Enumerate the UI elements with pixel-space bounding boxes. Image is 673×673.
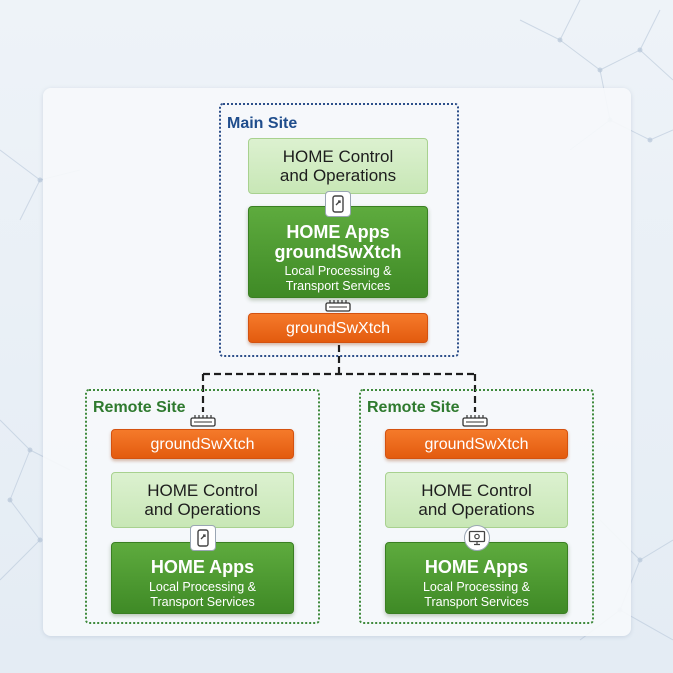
main-site-label: Main Site <box>227 115 298 132</box>
remote-2-switch-label: groundSwXtch <box>424 436 529 453</box>
main-groundswxtch-box: groundSwXtch <box>248 313 428 343</box>
remote-2-control-line1: HOME Control <box>421 481 532 500</box>
main-apps-title: HOME Apps <box>286 222 390 242</box>
remote-1-control-line2: and Operations <box>144 500 261 519</box>
main-apps-subtitle: groundSwXtch <box>274 242 402 262</box>
mobile-device-icon <box>325 191 351 217</box>
network-switch-icon <box>462 415 488 427</box>
remote-2-apps-title: HOME Apps <box>424 557 529 577</box>
remote-1-apps-desc1: Local Processing & <box>148 580 256 594</box>
remote-2-apps-desc1: Local Processing & <box>422 580 530 594</box>
main-control-line1: HOME Control <box>282 147 394 166</box>
remote-1-apps-box: HOME Apps Local Processing & Transport S… <box>111 542 294 614</box>
remote-site-2-label: Remote Site <box>367 399 460 416</box>
remote-1-groundswxtch-box: groundSwXtch <box>111 429 294 459</box>
remote-2-apps-desc2: Transport Services <box>424 595 529 609</box>
main-apps-desc2: Transport Services <box>285 279 391 293</box>
main-site-container: Main Site <box>219 103 459 357</box>
remote-1-control-line1: HOME Control <box>147 481 258 500</box>
monitor-settings-icon <box>464 525 490 551</box>
remote-1-switch-label: groundSwXtch <box>150 436 255 453</box>
main-apps-box: HOME Apps groundSwXtch Local Processing … <box>248 206 428 298</box>
remote-1-apps-title: HOME Apps <box>150 557 255 577</box>
network-switch-icon <box>325 300 351 312</box>
remote-2-control-box: HOME Control and Operations <box>385 472 568 528</box>
main-control-box: HOME Control and Operations <box>248 138 428 194</box>
main-apps-desc1: Local Processing & <box>284 264 392 278</box>
remote-site-2-container: Remote Site <box>359 389 594 624</box>
remote-1-control-box: HOME Control and Operations <box>111 472 294 528</box>
remote-site-1-container: Remote Site <box>85 389 320 624</box>
main-switch-label: groundSwXtch <box>285 320 391 337</box>
remote-2-groundswxtch-box: groundSwXtch <box>385 429 568 459</box>
remote-site-1-label: Remote Site <box>93 399 186 416</box>
remote-2-apps-box: HOME Apps Local Processing & Transport S… <box>385 542 568 614</box>
mobile-device-icon <box>190 525 216 551</box>
remote-2-control-line2: and Operations <box>418 500 535 519</box>
network-switch-icon <box>190 415 216 427</box>
remote-1-apps-desc2: Transport Services <box>150 595 255 609</box>
main-control-line2: and Operations <box>279 166 397 185</box>
